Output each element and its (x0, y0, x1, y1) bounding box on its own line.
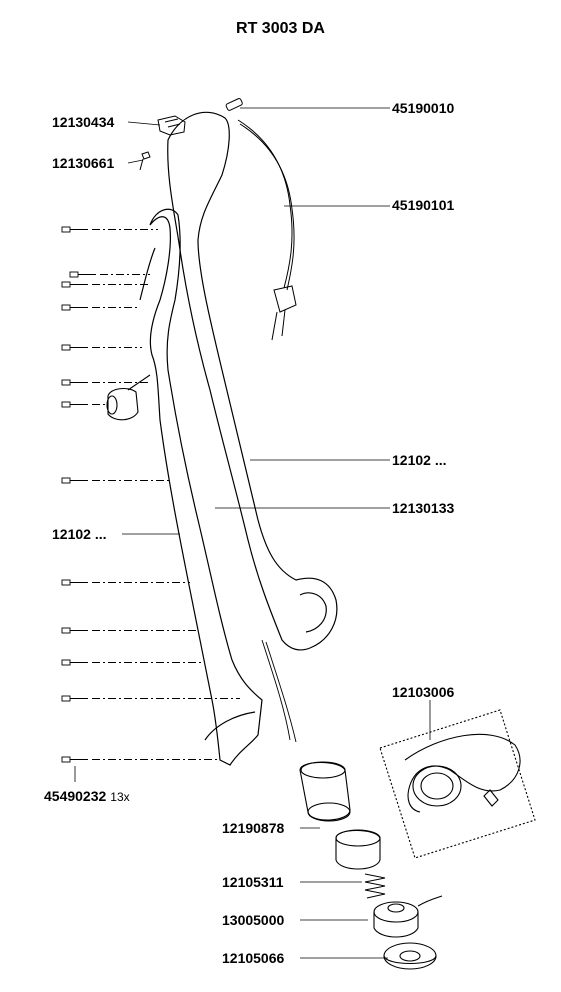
label-12190878: 12190878 (222, 820, 285, 836)
motor (299, 761, 381, 870)
screw-set (61, 226, 240, 763)
page-title: RT 3003 DA (236, 20, 325, 37)
screw-8 (61, 477, 172, 484)
label-12103006: 12103006 (392, 684, 455, 700)
left-housing-shell (139, 208, 263, 766)
screw-6 (61, 379, 148, 386)
label-12102-left: 12102 ... (52, 526, 107, 542)
label-12102-right: 12102 ... (392, 452, 447, 468)
quantity: 13x (110, 790, 130, 804)
label-12130661: 12130661 (52, 155, 115, 171)
handle-knob (106, 374, 151, 421)
screw-3 (61, 281, 148, 288)
spool-cap (383, 942, 437, 970)
label-12130434: 12130434 (52, 114, 115, 130)
screw-10 (61, 627, 198, 634)
screw-5 (61, 344, 142, 351)
label-13005000: 13005000 (222, 912, 285, 928)
label-45190010: 45190010 (392, 100, 455, 116)
label-12105066: 12105066 (222, 950, 285, 966)
guard (379, 709, 536, 859)
screw-9 (61, 579, 190, 586)
right-housing-shell (167, 111, 338, 651)
screw-7 (61, 401, 108, 408)
part-number: 45490232 (44, 788, 107, 804)
small-screw (139, 151, 151, 171)
leader-lines (74, 107, 431, 959)
label-12105311: 12105311 (222, 874, 284, 890)
screw-2 (69, 271, 150, 278)
power-cord (237, 119, 297, 341)
spring (364, 873, 386, 899)
label-45190101: 45190101 (392, 197, 455, 213)
switch-part (157, 115, 186, 136)
screw-11 (61, 659, 204, 666)
label-12130133: 12130133 (392, 500, 455, 516)
screw-1 (61, 226, 158, 233)
spool (373, 895, 443, 938)
cord-grommet (225, 98, 243, 111)
screw-4 (61, 304, 140, 311)
screw-12 (61, 695, 240, 702)
motor-wire-leads (261, 639, 297, 743)
screw-13 (61, 756, 220, 763)
